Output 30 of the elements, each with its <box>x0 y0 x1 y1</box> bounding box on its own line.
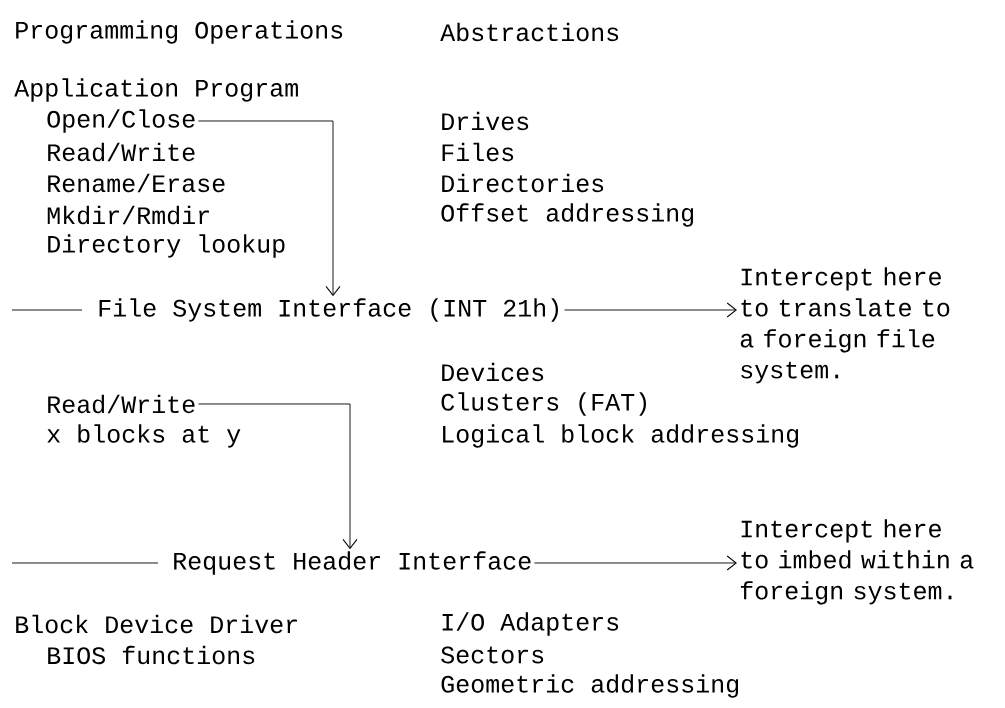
text-label: x blocks at y <box>47 424 241 448</box>
arrow <box>198 120 341 296</box>
text-label: Read/Write <box>48 142 195 162</box>
text-label: Application Program <box>14 78 298 102</box>
text-label: Block Device Driver <box>16 614 297 634</box>
text-label: Geometric addressing <box>441 674 739 698</box>
text-label: Drives <box>442 111 529 131</box>
arrow <box>534 555 737 571</box>
text-label: Logical block addressing <box>443 424 799 448</box>
text-label: Programming Operations <box>16 20 343 44</box>
text-label: Rename/Erase <box>48 173 225 193</box>
text-label: Files <box>442 142 514 162</box>
text-label: File System Interface (INT 21h) <box>99 298 558 322</box>
text-label: Request Header Interface <box>174 551 531 575</box>
text-label: Abstractions <box>440 22 619 42</box>
text-label: Mkdir/Rmdir <box>47 205 209 225</box>
text-label: Sectors <box>441 646 544 664</box>
text-label: Intercept here to imbed within a foreign system. <box>740 519 974 605</box>
text-label: Clusters (FAT) <box>441 392 646 416</box>
text-label: Open/Close <box>47 109 195 133</box>
text-label: Offset addressing <box>441 203 694 227</box>
text-label: Read/Write <box>48 394 195 414</box>
text-label: I/O Adapters <box>442 612 619 636</box>
text-label: Intercept here to translate to a foreign file system. <box>740 267 950 384</box>
arrow <box>564 302 737 318</box>
text-label: Devices <box>442 362 544 382</box>
text-label: Directories <box>442 173 604 193</box>
arrow <box>198 403 358 549</box>
text-label: BIOS functions <box>48 645 255 665</box>
text-label: Directory lookup <box>48 234 285 258</box>
